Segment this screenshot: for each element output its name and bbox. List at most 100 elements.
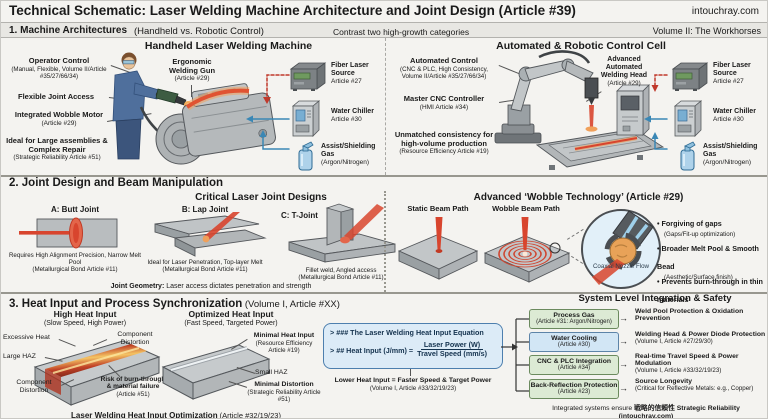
lap-joint-diagram [154, 212, 267, 257]
handheld-title: Handheld Laser Welding Machine [144, 40, 313, 52]
wobble-beam-label: Wobble Beam Path [492, 204, 560, 213]
callout-welding-gun: Ergonomic Welding Gun (Article #29) [168, 57, 216, 83]
callout-consistency: Unmatched consistency for high-volume pr… [394, 130, 494, 156]
callout-welding-head: Advanced Automated Welding Head (Article… [600, 56, 648, 87]
section1-heading-paren: (Handheld vs. Robotic Control) [134, 25, 264, 37]
section-divider [1, 175, 767, 177]
equipment-water-chiller-label: Water Chiller Article #30 [331, 108, 374, 123]
optimized-title: Optimized Heat Input (Fast Speed, Target… [184, 309, 278, 327]
callout-minimal-heat: Minimal Heat Input (Resource Efficiency … [253, 332, 315, 354]
operator-figure [112, 52, 167, 160]
callout-component-distortion-bl: Component Distortion [16, 379, 52, 394]
section2-heading: 2. Joint Design and Beam Manipulation [9, 177, 224, 189]
bullet-broader-melt: • Broader Melt Pool & Smooth Bead (Aesth… [657, 244, 759, 282]
robot-scene-illustration [494, 50, 668, 170]
joint-geometry-footer: Joint Geometry: Laser access dictates pe… [110, 283, 312, 290]
callout-master-cnc: Master CNC Controller (HMI Article #34) [403, 94, 485, 111]
cnc-plc-box: CNC & PLC Integration (Article #34) [529, 355, 619, 375]
section1-divider [385, 38, 386, 175]
water-cooling-box: Water Cooling (Article #30) [529, 332, 619, 352]
coaxial-nozzle-icon [581, 209, 661, 289]
water-cooling-benefit: Welding Head & Power Diode Protection (V… [635, 331, 766, 345]
robotic-title: Automated & Robotic Control Cell [496, 40, 666, 52]
high-heat-title: High Heat Input (Slow Speed, High Power) [43, 309, 127, 327]
cnc-plc-benefit: Real-time Travel Speed & Power Modulatio… [635, 353, 739, 374]
equipment-fiber-laser-label: Fiber Laser Source Article #27 [331, 62, 369, 85]
optimized-block [161, 344, 271, 400]
heat-input-caption: Laser Welding Heat Input Optimization (A… [71, 411, 281, 419]
wobble-beam-diagram [483, 217, 571, 283]
equipment-gas-label: Assist/Shielding Gas (Argon/Nitrogen) [321, 143, 376, 166]
callout-component-distortion-tr: Component Distortion [117, 331, 153, 346]
handheld-scene-illustration [112, 52, 290, 165]
equation-lhs: > ## Heat Input (J/mm) = [330, 346, 414, 356]
arrow-icon: → [619, 313, 628, 323]
machine-body [155, 83, 276, 165]
equipment-water-chiller-label: Water Chiller Article #30 [713, 108, 756, 123]
gas-bottle-icon [680, 141, 696, 171]
callout-excessive-heat: Excessive Heat [3, 334, 50, 341]
joint-designs-title: Critical Laser Joint Designs [195, 192, 327, 203]
process-gas-benefit: Weld Pool Protection & Oxidation Prevent… [635, 308, 744, 322]
equipment-fiber-laser-label: Fiber Laser Source Article #27 [713, 62, 751, 85]
callout-flexible-joint: Flexible Joint Access [17, 92, 94, 101]
fiber-laser-icon [672, 62, 708, 92]
integration-connector [501, 318, 529, 392]
robot-arm [494, 50, 599, 144]
back-reflection-box: Back-Reflection Protection (Article #23) [529, 379, 619, 399]
joint-b-desc: Ideal for Laser Penetration, Top-layer M… [147, 259, 263, 274]
integration-footer: Integrated systems ensure 戦略的信頼性 Strateg… [552, 405, 740, 419]
bullet-burn-through: • Prevents burn-through in thin material… [657, 277, 763, 305]
connector-line [410, 369, 411, 376]
water-chiller-icon [292, 100, 320, 137]
equation-fraction: Laser Power (W)Travel Speed (mm/s) [417, 340, 487, 358]
wobble-title: Advanced ‘Wobble Technology’ (Article #2… [473, 192, 684, 203]
equipment-gas-label: Assist/Shielding Gas (Argon/Nitrogen) [703, 143, 758, 166]
high-heat-block [33, 340, 161, 406]
section1-volume: Volume II: The Workhorses [652, 26, 761, 36]
callout-automated-control: Automated Control (CNC & PLC, High Consi… [400, 56, 488, 80]
section1-heading: 1. Machine Architectures [9, 25, 128, 36]
hmi-tower [616, 84, 650, 136]
joint-a-label: A: Butt Joint [51, 205, 99, 214]
section1-header-bar: 1. Machine Architectures (Handheld vs. R… [1, 22, 767, 38]
workpiece-tray [535, 128, 665, 170]
bullet-forgiving-gaps: • Forgiving of gaps (Gaps/Fit-up optimiz… [657, 219, 736, 239]
static-beam-label: Static Beam Path [407, 204, 469, 213]
arrow-icon: → [619, 359, 628, 369]
callout-wobble-motor: Integrated Wobble Motor (Article #29) [14, 110, 104, 127]
site-link[interactable]: intouchray.com [691, 6, 759, 17]
gas-bottle-icon [298, 141, 314, 171]
static-beam-diagram [397, 217, 479, 280]
page-title: Technical Schematic: Laser Welding Machi… [9, 3, 576, 18]
fiber-laser-icon [290, 62, 326, 92]
joint-c-label: C: T-Joint [281, 211, 318, 220]
section-divider [1, 292, 767, 294]
joint-c-desc: Fillet weld, Angled access (Metallurgica… [298, 267, 384, 282]
process-gas-box: Process Gas (Article #31: Argon/Nitrogen… [529, 309, 619, 329]
arrow-icon: → [619, 383, 628, 393]
back-reflection-benefit: Source Longevity (Critical for Reflectiv… [635, 378, 754, 392]
callout-risk-burn-through: Risk of burn-through & material failure … [100, 376, 166, 398]
supply-arrows [246, 74, 290, 150]
laser-beam [585, 105, 598, 132]
butt-joint-diagram [19, 217, 118, 249]
callout-minimal-distortion: Minimal Distortion (Strategic Reliabilit… [247, 381, 321, 403]
section2-divider [384, 191, 386, 292]
callout-small-haz: Small HAZ [255, 369, 288, 376]
joint-a-desc: Requires High Alignment Precision, Narro… [8, 252, 142, 274]
supply-arrows [644, 74, 668, 150]
t-joint-diagram [288, 203, 396, 263]
joint-b-label: B: Lap Joint [181, 205, 229, 214]
formula-note: Lower Heat Input = Faster Speed & Target… [334, 377, 492, 392]
callout-ideal-large: Ideal for Large assemblies & Complex Rep… [6, 136, 108, 162]
callout-operator-control: Operator Control (Manual, Flexible, Volu… [11, 56, 107, 80]
equation-title: > ### The Laser Welding Heat Input Equat… [330, 328, 484, 337]
callout-large-haz: Large HAZ [3, 353, 36, 360]
integration-title: System Level Integration & Safety [578, 293, 732, 304]
section3-heading: 3. Heat Input and Process Synchronizatio… [9, 298, 340, 310]
heat-input-equation-box: > ### The Laser Welding Heat Input Equat… [323, 323, 503, 369]
water-chiller-icon [674, 100, 702, 137]
section1-subtitle: Contrast two high-growth categories [333, 26, 470, 37]
